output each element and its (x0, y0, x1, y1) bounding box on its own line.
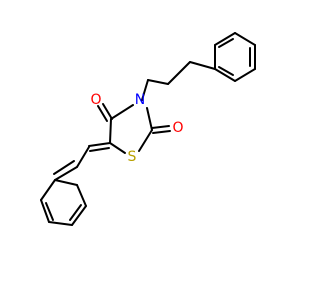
bond (40, 179, 56, 201)
bond (214, 68, 236, 82)
bonds (40, 32, 256, 226)
bond (71, 205, 87, 226)
nitrogen-atom-label: N (135, 92, 145, 108)
bond (89, 147, 110, 152)
bond (45, 202, 54, 221)
bond (109, 118, 112, 144)
bond (147, 79, 169, 85)
bond (40, 199, 50, 223)
oxygen-atom-label: O (90, 92, 101, 108)
bond (234, 32, 256, 46)
bond (152, 130, 171, 134)
bond (218, 66, 234, 76)
bond (167, 61, 191, 85)
bond (76, 146, 90, 168)
bond (54, 179, 78, 186)
bond (218, 38, 234, 48)
bond (138, 129, 153, 152)
sulfur-atom-label: S (128, 149, 137, 165)
bond (214, 32, 236, 46)
bond (109, 142, 126, 154)
bond (54, 166, 78, 181)
bond (69, 204, 82, 221)
bond (102, 103, 113, 120)
atom-labels: O N O S (90, 92, 183, 165)
bond (53, 160, 75, 175)
bond (151, 125, 170, 129)
bond (88, 142, 111, 147)
oxygen-atom-label: O (172, 120, 183, 136)
chemical-structure-diagram: O N O S (40, 32, 256, 226)
bond (141, 79, 149, 101)
bond (76, 184, 87, 207)
bond (110, 104, 134, 120)
bond (97, 105, 108, 122)
bond (146, 107, 153, 131)
bond (48, 221, 73, 226)
bond (234, 68, 256, 82)
bond (189, 61, 216, 70)
